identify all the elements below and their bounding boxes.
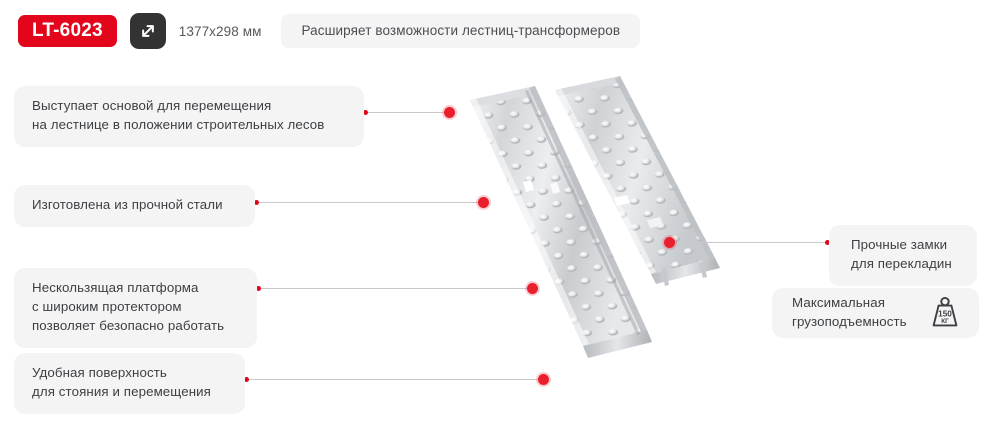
leader-dot-product-2 [478, 197, 489, 208]
leader-dot-box-1 [363, 110, 368, 115]
header: LT-6023 1377x298 мм Расширяет возможност… [18, 12, 641, 50]
leader-dot-box-5 [825, 240, 830, 245]
leader-line-1 [366, 112, 451, 113]
capacity-unit: КГ [941, 318, 949, 325]
leader-dot-product-1 [444, 107, 455, 118]
callout-text: Удобная поверхность для стояния и переме… [32, 365, 211, 399]
leader-dot-box-2 [254, 200, 259, 205]
callout-nonslip-platform: Нескользящая платформа с широким протект… [14, 268, 257, 348]
callout-max-capacity: Максимальная грузоподъемность 150 КГ [772, 288, 979, 338]
resize-diagonal-icon [129, 13, 166, 49]
tagline-pill: Расширяет возможности лестниц-трансформе… [281, 14, 641, 48]
leader-line-2 [257, 202, 484, 203]
callout-rung-locks: Прочные замки для перекладин [829, 225, 977, 286]
leader-dot-product-3 [527, 283, 538, 294]
leader-line-3 [259, 288, 533, 289]
max-capacity-label: Максимальная грузоподъемность [792, 295, 907, 329]
callout-comfortable-surface: Удобная поверхность для стояния и переме… [14, 353, 245, 414]
leader-dot-box-4 [244, 377, 249, 382]
leader-line-5 [670, 242, 827, 243]
leader-dot-box-3 [256, 286, 261, 291]
capacity-value: 150 [938, 309, 952, 318]
product-image [415, 72, 745, 412]
callout-text: Прочные замки для перекладин [851, 237, 952, 271]
callout-text: Изготовлена из прочной стали [32, 197, 223, 212]
callout-text: Выступает основой для перемещения на лес… [32, 98, 325, 132]
leader-dot-product-4 [538, 374, 549, 385]
callout-steel-material: Изготовлена из прочной стали [14, 185, 255, 227]
dimensions-label: 1377x298 мм [178, 23, 262, 39]
weight-150kg-icon: 150 КГ [925, 293, 965, 333]
callout-text: Нескользящая платформа с широким протект… [32, 280, 225, 333]
leader-dot-product-5 [664, 237, 675, 248]
callout-platform-base: Выступает основой для перемещения на лес… [14, 86, 364, 147]
leader-line-4 [247, 379, 544, 380]
sku-badge: LT-6023 [18, 15, 117, 47]
